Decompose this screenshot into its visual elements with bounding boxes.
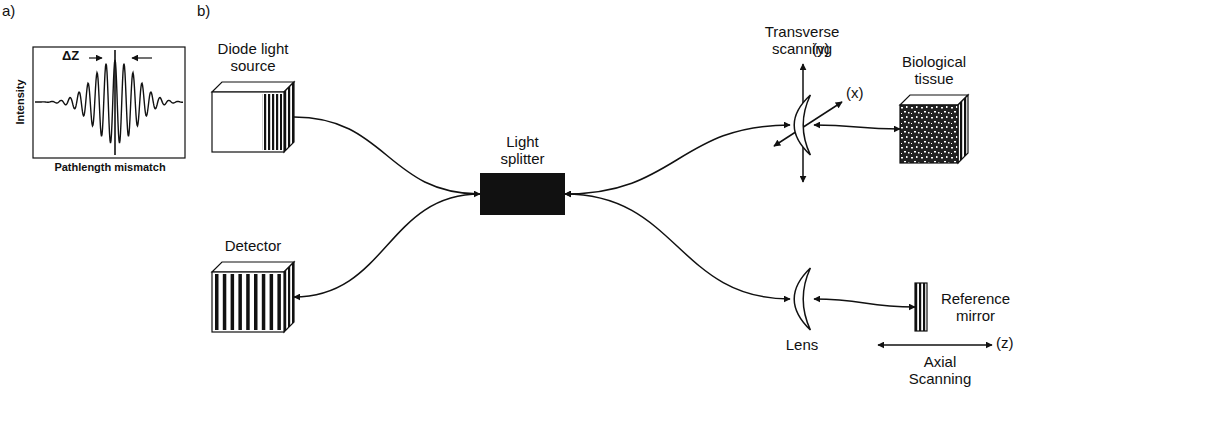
x-scan-arrow: [774, 102, 842, 146]
optical-fiber: [294, 117, 480, 194]
axis-label: (z): [996, 334, 1014, 351]
node-shape: [900, 95, 968, 163]
shape-outline: [900, 95, 968, 163]
z-scan-arrow: [878, 344, 992, 346]
node-shape: [790, 268, 814, 330]
optical-fiber: [565, 194, 790, 299]
box-side: [958, 95, 968, 163]
detector-stripe: [215, 274, 219, 330]
zero-mismatch-line: [114, 50, 116, 155]
shape-outline: [915, 283, 927, 331]
node-label: Reference mirror: [933, 290, 1018, 325]
light-splitter: Light splitter: [480, 133, 565, 216]
scanning-lens: Transverse scanning: [752, 23, 852, 156]
detector-stripe: [238, 274, 242, 330]
axis-label: Pathlength mismatch: [54, 161, 165, 174]
emitter-face: [262, 94, 282, 150]
node-label: Diode light source: [203, 40, 303, 75]
node-label: Detector: [225, 237, 282, 254]
box-side: [284, 82, 294, 152]
box-front: [900, 105, 958, 163]
detector-stripe: [262, 274, 266, 330]
light-source: Diode light source: [203, 40, 303, 153]
detector-stripe: [223, 274, 227, 330]
panel-letter: a): [2, 2, 15, 19]
delta-z-arrow: [89, 57, 102, 58]
detector-stripe: [277, 274, 281, 330]
optical-fiber: [814, 299, 915, 307]
delta-z-arrow: [132, 57, 152, 58]
optical-fiber: [294, 194, 480, 297]
box-top: [900, 95, 968, 105]
lens-outline: [794, 268, 810, 330]
optical-fiber: [565, 125, 790, 194]
reference-lens: Lens: [786, 268, 819, 353]
box-front: [212, 92, 284, 152]
detector-stripe: [254, 274, 258, 330]
shape-outline: [212, 82, 294, 152]
tissue-sample: Biological tissue: [889, 53, 979, 164]
box-side: [284, 262, 294, 332]
node-shape: [212, 262, 294, 332]
detector-stripe: [246, 274, 250, 330]
box-top: [212, 262, 294, 272]
axis-label: Axial Scanning: [900, 353, 980, 388]
shape-outline: [480, 173, 565, 215]
plot-frame: [33, 47, 185, 158]
axis-label: (x): [846, 84, 864, 101]
splitter-block: [480, 173, 565, 215]
reference-mirror: Reference mirror: [915, 283, 1018, 331]
axis-label: Intensity: [14, 79, 27, 124]
node-shape: [480, 173, 565, 215]
node-label: Biological tissue: [889, 53, 979, 88]
node-label: Transverse scanning: [752, 23, 852, 58]
detector-stripe: [270, 274, 274, 330]
panel-letter: b): [197, 2, 210, 19]
lens-outline: [794, 95, 810, 155]
node-shape: [915, 283, 927, 331]
shape-outline: [212, 262, 294, 332]
interference-signal: [35, 60, 183, 143]
axis-label: ΔZ: [62, 49, 79, 64]
box-front: [212, 272, 284, 332]
shape-outline: [790, 95, 814, 155]
node-label: Light splitter: [488, 133, 558, 168]
detector-stripe: [231, 274, 235, 330]
detector-box: Detector: [212, 237, 294, 332]
axis-label: (y): [812, 40, 830, 57]
node-shape: [212, 82, 294, 152]
box-top: [212, 82, 294, 92]
shape-outline: [790, 268, 814, 330]
node-shape: [790, 95, 814, 155]
mirror-plate: [915, 283, 927, 331]
node-label: Lens: [786, 336, 819, 353]
optical-fiber: [814, 125, 900, 129]
